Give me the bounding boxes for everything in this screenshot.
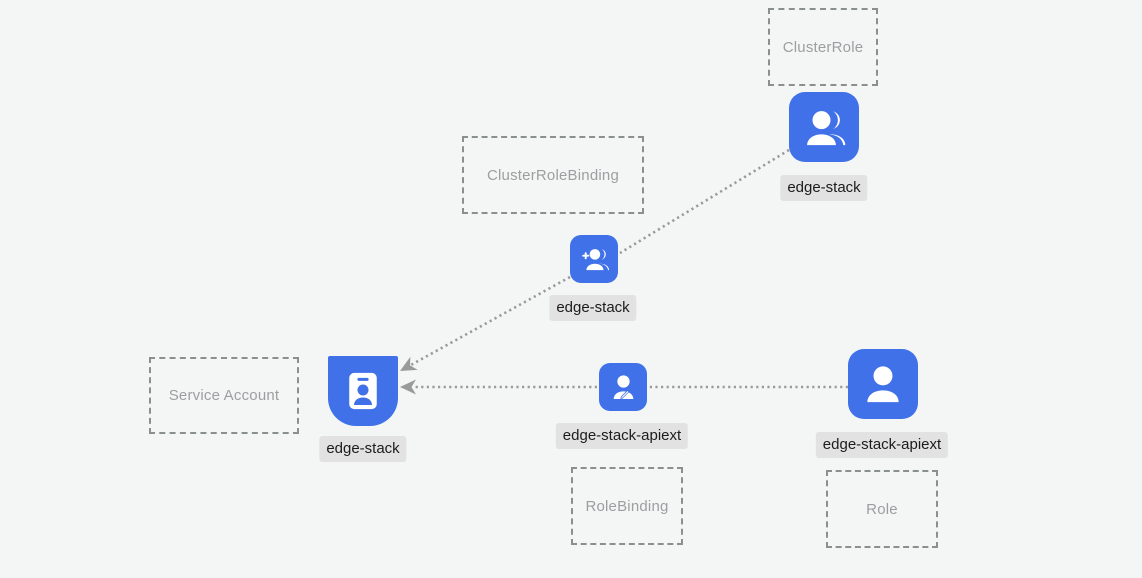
node-clusterrole[interactable] [789, 92, 859, 162]
id-badge-icon [333, 361, 393, 421]
kind-box-label: ClusterRole [782, 38, 864, 56]
kind-box-clusterrolebinding-box: ClusterRoleBinding [462, 136, 644, 214]
kind-box-clusterrole-box: ClusterRole [768, 8, 878, 86]
node-label-clusterrolebinding: edge-stack [549, 295, 637, 321]
kind-box-label: Role [866, 500, 898, 518]
edge-clusterrole-to-clusterrolebinding [619, 148, 790, 255]
kind-box-label: RoleBinding [585, 497, 669, 515]
person-edit-icon [603, 367, 644, 408]
node-label-role: edge-stack-apiext [815, 432, 949, 458]
kind-box-serviceaccount-box: Service Account [149, 357, 299, 434]
edge-arrowhead [400, 379, 416, 395]
person-add-icon [574, 239, 615, 280]
person-icon [853, 354, 913, 414]
node-label-serviceaccount: edge-stack [319, 436, 407, 462]
edge-rolebinding-to-serviceaccount [400, 379, 597, 395]
node-label-clusterrole: edge-stack [780, 175, 868, 201]
edge-arrowhead [400, 356, 418, 371]
node-role[interactable] [848, 349, 918, 419]
kind-box-label: ClusterRoleBinding [486, 166, 619, 184]
edge-clusterrolebinding-to-serviceaccount [400, 275, 571, 371]
users-group-icon [794, 97, 854, 157]
node-serviceaccount[interactable] [328, 356, 398, 426]
node-rolebinding[interactable] [599, 363, 647, 411]
kind-box-role-box: Role [826, 470, 938, 548]
kind-box-rolebinding-box: RoleBinding [571, 467, 683, 545]
node-label-rolebinding: edge-stack-apiext [555, 423, 689, 449]
node-clusterrolebinding[interactable] [570, 235, 618, 283]
kind-box-label: Service Account [168, 387, 280, 404]
